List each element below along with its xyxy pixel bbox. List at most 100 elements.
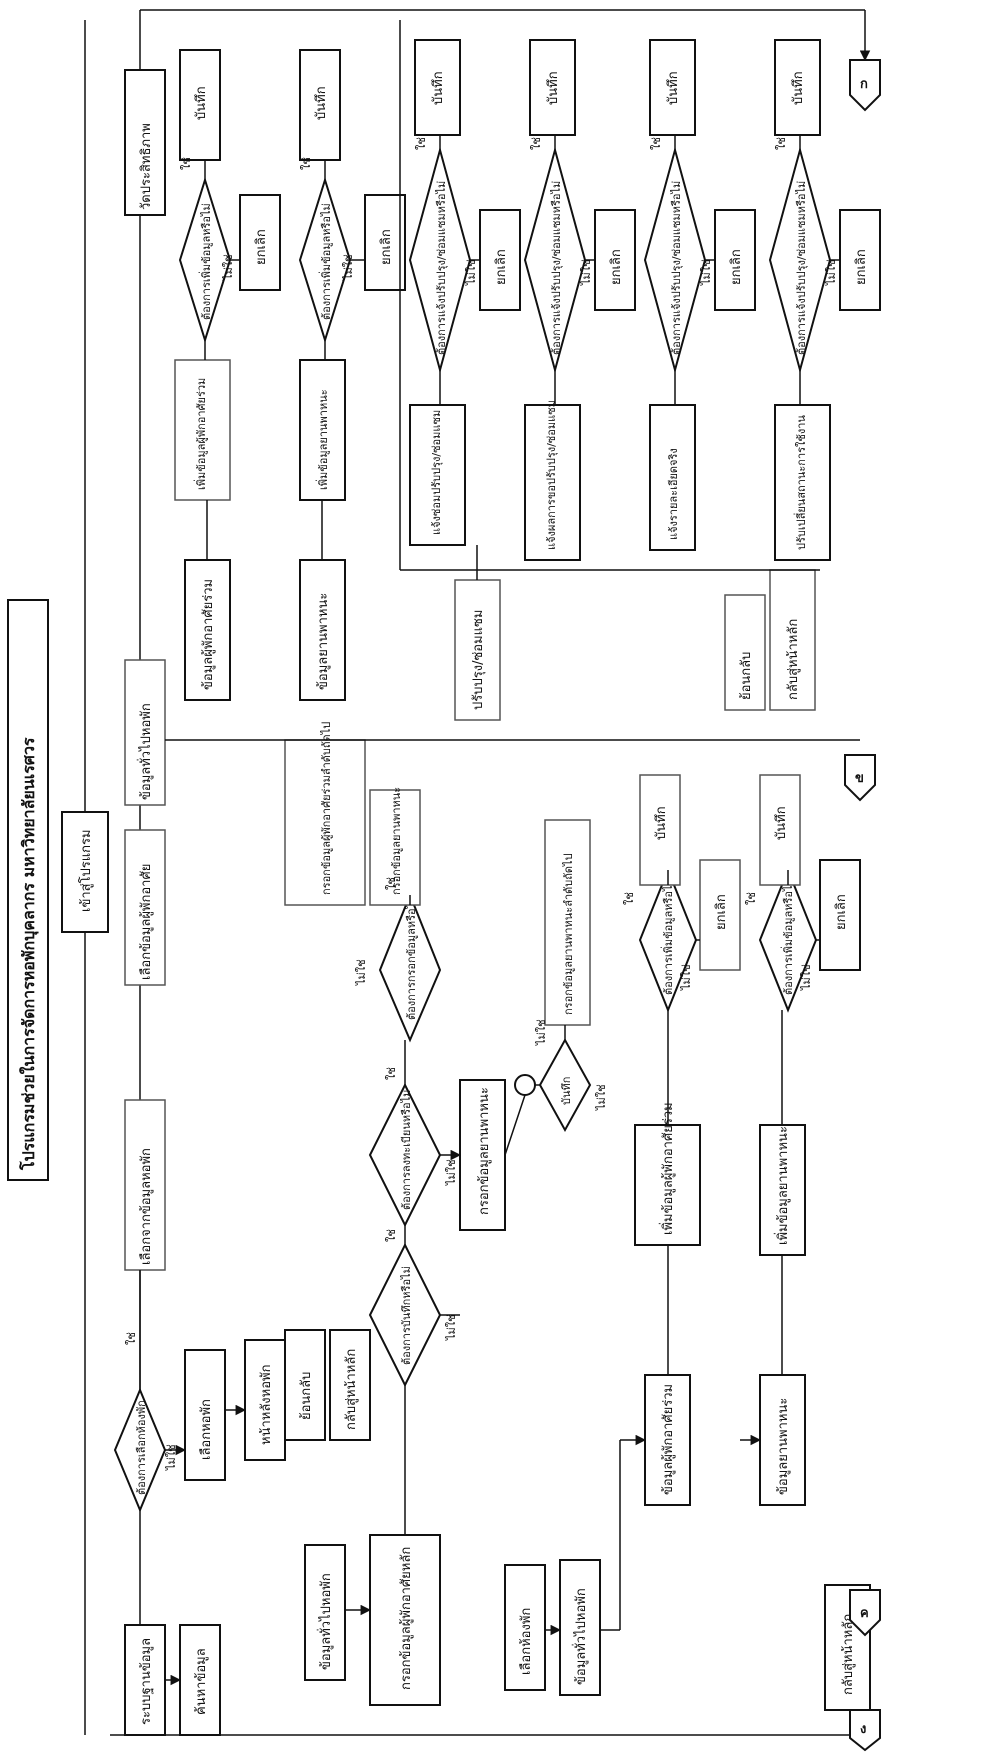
add-vehicle-top-label: เพิ่มข้อมูลยานพาหนะ bbox=[315, 389, 330, 490]
decision-notify-3-label: ต้องการแจ้งปรับปรุง/ซ่อมแซมหรือไม่ bbox=[670, 181, 683, 355]
notify-result-label: แจ้งผลการขอปรับปรุง/ซ่อมแซม bbox=[545, 400, 558, 550]
cancel-top-2[interactable]: ยกเลิก bbox=[365, 195, 405, 290]
save-notify-4[interactable]: บันทึก bbox=[775, 40, 820, 135]
back-node[interactable]: ย้อนกลับ bbox=[285, 1330, 325, 1440]
add-vehicle-node[interactable]: เพิ่มข้อมูลยานพาหนะ bbox=[760, 1125, 805, 1255]
back-main-node[interactable]: กลับสู่หน้าหลัก bbox=[330, 1330, 370, 1440]
edge-labels: ใช่ ไม่ใช่ ใช่ ไม่ใช่ ใช่ ไม่ใช่ ใช่ ไม่… bbox=[125, 137, 838, 1471]
add-co-resident-top[interactable]: เพิ่มข้อมูลผู้พักอาศัยร่วม bbox=[175, 360, 230, 500]
select-dorm-label: เลือกหอพัก bbox=[198, 1399, 214, 1460]
room-info-node[interactable]: ข้อมูลทั่วไปหอพัก bbox=[560, 1560, 600, 1695]
save-notify-1-label: บันทึก bbox=[431, 71, 446, 105]
cancel-node-2[interactable]: ยกเลิก bbox=[820, 860, 860, 970]
branch-database[interactable]: ระบบฐานข้อมูล bbox=[125, 1625, 165, 1735]
fill-resident-label: กรอกข้อมูลผู้พักอาศัยหลัก bbox=[399, 1547, 414, 1690]
co-resident-info-node[interactable]: ข้อมูลผู้พักอาศัยร่วม bbox=[645, 1375, 690, 1505]
decision-notify-2: ต้องการแจ้งปรับปรุง/ซ่อมแซมหรือไม่ bbox=[525, 150, 585, 370]
cancel-notify-1[interactable]: ยกเลิก bbox=[480, 210, 520, 310]
cancel-node-1[interactable]: ยกเลิก bbox=[700, 860, 740, 970]
edge-yes-10: ใช่ bbox=[530, 137, 543, 150]
fill-vehicle-next-node[interactable]: กรอกข้อมูลยานพาหนะลำดับถัดไป bbox=[545, 820, 590, 1025]
edge-no-12: ไม่ใช่ bbox=[580, 259, 593, 286]
branch-select-resident[interactable]: เลือกข้อมูลผู้พักอาศัย bbox=[125, 830, 165, 985]
save-top-1[interactable]: บันทึก bbox=[180, 50, 220, 160]
branch-performance-label: วัดประสิทธิภาพ bbox=[139, 123, 154, 210]
add-vehicle-top[interactable]: เพิ่มข้อมูลยานพาหนะ bbox=[300, 360, 345, 500]
page-title: โปรแกรมช่วยในการจัดการหอพักบุคลากร มหาวิ… bbox=[18, 737, 39, 1171]
cancel-notify-3-label: ยกเลิก bbox=[729, 249, 744, 285]
co-resident-info-label: ข้อมูลผู้พักอาศัยร่วม bbox=[661, 1384, 676, 1495]
cancel-top-1[interactable]: ยกเลิก bbox=[240, 195, 280, 290]
save-top-2[interactable]: บันทึก bbox=[300, 50, 340, 160]
decision-more-label: ต้องการกรอกข้อมูลหรือไม่ bbox=[405, 896, 418, 1020]
edge-yes-9: ใช่ bbox=[415, 137, 428, 150]
branch-general-info[interactable]: ข้อมูลทั่วไปหอพัก bbox=[125, 660, 165, 805]
vehicle-info-top[interactable]: ข้อมูลยานพาหนะ bbox=[300, 560, 345, 700]
cancel-notify-4[interactable]: ยกเลิก bbox=[840, 210, 880, 310]
connector-a: ก bbox=[850, 60, 880, 110]
edge-yes-3: ใช่ bbox=[385, 1067, 398, 1080]
cancel-top-1-label: ยกเลิก bbox=[254, 229, 269, 265]
cancel-notify-4-label: ยกเลิก bbox=[854, 249, 869, 285]
back-main-2-label: กลับสู่หน้าหลัก bbox=[841, 1614, 856, 1695]
back-label: ย้อนกลับ bbox=[299, 1372, 314, 1420]
decision-room-label: ต้องการเลือกห้องพัก bbox=[135, 1400, 148, 1495]
decision-register: ต้องการลงทะเบียนหรือไม่ bbox=[370, 1085, 440, 1225]
repair-node[interactable]: ปรับปรุง/ซ่อมแซม bbox=[455, 580, 500, 720]
dorm-page-node[interactable]: หน้าหลังหอพัก bbox=[245, 1340, 285, 1460]
fill-vehicle-label: กรอกข้อมูลยานพาหนะ bbox=[477, 1087, 492, 1215]
general-info-label: ข้อมูลทั่วไปหอพัก bbox=[317, 1573, 334, 1670]
notify-result-node[interactable]: แจ้งผลการขอปรับปรุง/ซ่อมแซม bbox=[525, 400, 580, 560]
connector-d-label: ง bbox=[860, 1722, 866, 1737]
improve-status-node[interactable]: ปรับเปลี่ยนสถานะการใช้งาน bbox=[775, 405, 830, 560]
decision-save: ต้องการบันทึกหรือไม่ bbox=[370, 1245, 440, 1385]
save-top-2-label: บันทึก bbox=[314, 86, 329, 120]
choose-room-node[interactable]: เลือกห้องพัก bbox=[505, 1565, 545, 1690]
title-box: โปรแกรมช่วยในการจัดการหอพักบุคลากร มหาวิ… bbox=[8, 600, 48, 1180]
general-info-node[interactable]: ข้อมูลทั่วไปหอพัก bbox=[305, 1545, 345, 1680]
notify-actual-node[interactable]: แจ้งรายละเอียดจริง bbox=[650, 405, 695, 550]
back-main-node-top[interactable]: กลับสู่หน้าหลัก bbox=[770, 570, 815, 710]
save-node-2[interactable]: บันทึก bbox=[760, 775, 800, 885]
cancel-notify-2[interactable]: ยกเลิก bbox=[595, 210, 635, 310]
vehicle-info-node[interactable]: ข้อมูลยานพาหนะ bbox=[760, 1375, 805, 1505]
edge-no: ไม่ใช่ bbox=[165, 1444, 178, 1471]
edge-no-5: ไม่ใช่ bbox=[595, 1084, 608, 1111]
room-info-label: ข้อมูลทั่วไปหอพัก bbox=[572, 1588, 589, 1685]
fill-co-resident-node[interactable]: กรอกข้อมูลผู้พักอาศัยร่วมลำดับถัดไป bbox=[285, 722, 365, 905]
back-node-top[interactable]: ย้อนกลับ bbox=[725, 595, 765, 710]
select-dorm-node[interactable]: เลือกหอพัก bbox=[185, 1350, 225, 1480]
fill-vehicle-node[interactable]: กรอกข้อมูลยานพาหนะ bbox=[460, 1080, 505, 1230]
cancel-notify-2-label: ยกเลิก bbox=[609, 249, 624, 285]
merge-circle bbox=[515, 1075, 535, 1095]
edge-no-8: ไม่ใช่ bbox=[800, 964, 813, 991]
edge-no-14: ไม่ใช่ bbox=[825, 259, 838, 286]
start-node: เข้าสู่โปรแกรม bbox=[62, 812, 108, 932]
back-top-label: ย้อนกลับ bbox=[739, 652, 754, 700]
decision-notify-3: ต้องการแจ้งปรับปรุง/ซ่อมแซมหรือไม่ bbox=[645, 150, 705, 370]
branch-performance[interactable]: วัดประสิทธิภาพ bbox=[125, 70, 165, 215]
save-notify-3[interactable]: บันทึก bbox=[650, 40, 695, 135]
search-node[interactable]: ค้นหาข้อมูล bbox=[180, 1625, 220, 1735]
co-resident-info-top[interactable]: ข้อมูลผู้พักอาศัยร่วม bbox=[185, 560, 230, 700]
decision-notify-4: ต้องการแจ้งปรับปรุง/ซ่อมแซมหรือไม่ bbox=[770, 150, 830, 370]
edge-no-11: ไม่ใช่ bbox=[465, 259, 478, 286]
edge-yes-5: ใช่ bbox=[623, 892, 636, 905]
fill-resident-node[interactable]: กรอกข้อมูลผู้พักอาศัยหลัก bbox=[370, 1535, 440, 1705]
edge-yes: ใช่ bbox=[125, 1332, 138, 1345]
branch-select-dorm[interactable]: เลือกจากข้อมูลหอพัก bbox=[125, 1100, 165, 1270]
cancel-notify-3[interactable]: ยกเลิก bbox=[715, 210, 755, 310]
save-node-1[interactable]: บันทึก bbox=[640, 775, 680, 885]
edge-no-7: ไม่ใช่ bbox=[680, 964, 693, 991]
save-notify-4-label: บันทึก bbox=[791, 71, 806, 105]
notify-repair-node[interactable]: แจ้งซ่อมปรับปรุง/ซ่อมแซม bbox=[410, 405, 465, 545]
connector-b: ข bbox=[845, 755, 875, 800]
back-main-label: กลับสู่หน้าหลัก bbox=[344, 1349, 359, 1430]
add-vehicle-label: เพิ่มข้อมูลยานพาหนะ bbox=[774, 1126, 791, 1245]
decision-add-1-label: ต้องการเพิ่มข้อมูลหรือไม่ bbox=[660, 878, 675, 995]
save-notify-2[interactable]: บันทึก bbox=[530, 40, 575, 135]
branch-select-resident-label: เลือกข้อมูลผู้พักอาศัย bbox=[138, 864, 154, 980]
edge-no-3: ไม่ใช่ bbox=[445, 1159, 458, 1186]
save-notify-1[interactable]: บันทึก bbox=[415, 40, 460, 135]
